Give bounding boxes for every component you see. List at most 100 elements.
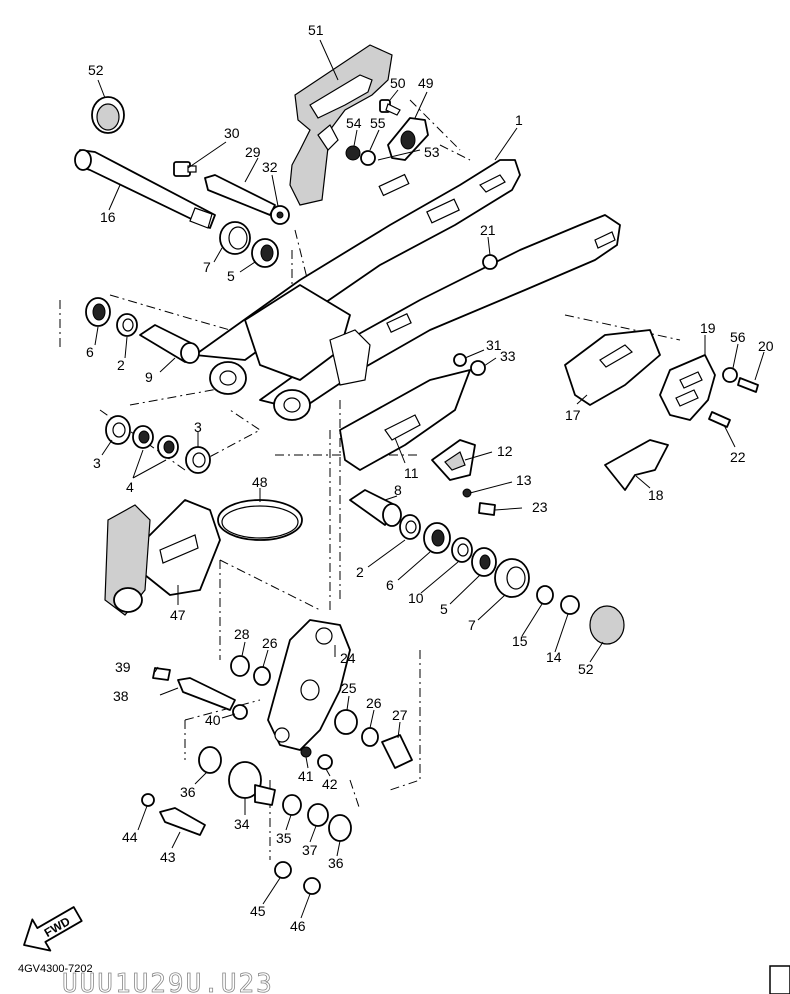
bushing-27 [381, 734, 413, 769]
callout-23: 23 [532, 499, 548, 515]
washer-40 [232, 704, 248, 720]
callout-12: 12 [497, 443, 513, 459]
spacer-9 [139, 324, 200, 364]
callout-45: 45 [250, 903, 266, 919]
callout-51: 51 [308, 22, 324, 38]
callout-21: 21 [480, 222, 496, 238]
nut-46 [303, 877, 321, 895]
bearing-2-right [399, 514, 421, 540]
leader-lines [94, 39, 765, 919]
callout-47: 47 [170, 607, 186, 623]
connecting-rod-34 [228, 761, 276, 806]
bolt-29 [204, 174, 276, 216]
callout-31: 31 [486, 337, 502, 353]
callout-40: 40 [205, 712, 221, 728]
bolt-38 [177, 677, 236, 711]
callout-3: 3 [93, 455, 101, 471]
spacer-8 [349, 489, 402, 527]
guard-18 [604, 439, 669, 491]
bolt-30 [173, 161, 197, 177]
bracket-19 [659, 354, 716, 421]
callout-52b: 52 [578, 661, 594, 677]
callout-17: 17 [565, 407, 581, 423]
callout-5: 5 [227, 268, 235, 284]
callout-24: 24 [340, 650, 356, 666]
callout-33: 33 [500, 348, 516, 364]
callout-2: 2 [117, 357, 125, 373]
seal-26-lower [361, 727, 379, 747]
collar-7-top [219, 221, 251, 255]
callout-53: 53 [424, 144, 440, 160]
seal-5-right [471, 547, 497, 577]
washer-56 [722, 367, 738, 383]
callout-18: 18 [648, 487, 664, 503]
callout-43: 43 [160, 849, 176, 865]
nut-44 [141, 793, 155, 807]
bolt-23 [478, 502, 496, 516]
callout-29: 29 [245, 144, 261, 160]
diagram-watermark: UUU1U29U.U23 [62, 969, 274, 994]
seal-6-right [423, 522, 451, 554]
collar-37 [307, 803, 329, 827]
seal-5-top [251, 238, 279, 268]
seal-4b [157, 435, 179, 459]
bearing-3-left [105, 415, 131, 445]
callout-2b: 2 [356, 564, 364, 580]
nut-33 [470, 360, 486, 376]
cap-52-right [589, 605, 625, 645]
diagram-code: 4GV4300-7202 [18, 963, 93, 975]
callout-9: 9 [145, 369, 153, 385]
callout-41: 41 [298, 768, 314, 784]
bolt-39 [152, 667, 171, 681]
callout-55: 55 [370, 115, 386, 131]
callout-6b: 6 [386, 577, 394, 593]
callout-44: 44 [122, 829, 138, 845]
callout-46: 46 [290, 918, 306, 934]
spacer-28 [230, 655, 250, 677]
callout-15: 15 [512, 633, 528, 649]
callout-7: 7 [203, 259, 211, 275]
nut-14 [560, 595, 580, 615]
cap-52-top [91, 96, 125, 134]
callout-26: 26 [262, 635, 278, 651]
bolt-20 [737, 377, 759, 393]
callout-36: 36 [180, 784, 196, 800]
washer-45 [274, 861, 292, 879]
callout-22: 22 [730, 449, 746, 465]
callout-34: 34 [234, 816, 250, 832]
plate-49 [387, 117, 429, 161]
callout-11: 11 [404, 465, 419, 481]
washer-13 [462, 488, 472, 498]
callout-28: 28 [234, 626, 250, 642]
callout-8: 8 [394, 482, 402, 498]
callout-labels: 51 52 50 49 1 30 29 32 54 55 53 16 7 5 2… [86, 22, 774, 934]
relay-arm-24 [267, 619, 351, 751]
washer-32 [270, 205, 290, 225]
callout-50: 50 [390, 75, 406, 91]
callout-16: 16 [100, 209, 116, 225]
callout-27: 27 [392, 707, 408, 723]
chain-slider-11 [339, 369, 471, 471]
callout-26b: 26 [366, 695, 382, 711]
callout-56: 56 [730, 329, 746, 345]
seal-26-upper [253, 666, 271, 686]
seal-4a [132, 425, 154, 449]
forward-arrow-icon: FWD [23, 906, 83, 952]
nut-55 [360, 150, 376, 166]
callout-37: 37 [302, 842, 318, 858]
washer-15 [536, 585, 554, 605]
bolt-22 [708, 411, 731, 428]
callout-1: 1 [515, 112, 523, 128]
callout-30: 30 [224, 125, 240, 141]
callout-5b: 5 [440, 601, 448, 617]
seal-10 [451, 537, 473, 563]
spacer-25 [334, 709, 358, 735]
spacer-35 [282, 794, 302, 816]
callout-25: 25 [341, 680, 357, 696]
corner-box [769, 965, 790, 994]
bearing-2-left [116, 313, 138, 337]
callout-13: 13 [516, 472, 532, 488]
nut-21 [482, 254, 498, 270]
callout-4: 4 [126, 479, 134, 495]
